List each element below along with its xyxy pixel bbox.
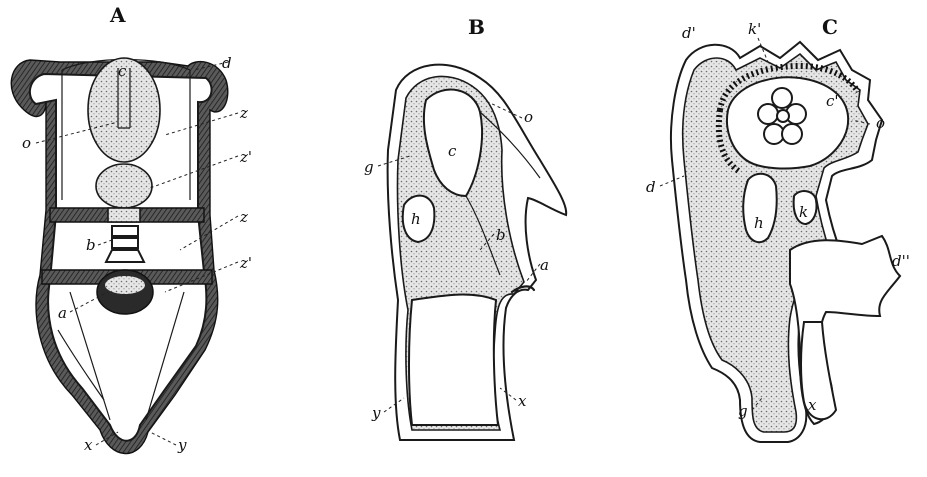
figure-b-label-a: a [540,256,549,274]
figure-b-label-y: y [371,404,381,422]
figure-b-label-b: b [496,226,506,244]
figure-c-label-d-double-prime: d'' [892,252,910,270]
figure-b-label-g: g [364,158,374,176]
figure-a-label-c: c [118,62,127,80]
figure-c-label-h: h [754,214,764,232]
figure-a-label-z: z [239,104,248,122]
figure-a-label-z-prime-lower: z' [239,254,252,272]
figure-c-label-d: d [646,178,656,196]
figure-a-title: A [109,3,126,27]
figure-a-label-b: b [86,236,96,254]
figure-a-label-o: o [22,134,31,152]
figure-c-label-d-prime: d' [682,24,696,42]
figure-a-label-y: y [177,436,187,454]
figure-b: B o c g h b a y x [364,15,566,440]
figure-a-drawing [11,58,228,454]
figure-c-title: C [822,15,838,39]
figure-c-drawing [671,42,900,442]
figure-b-label-o: o [524,108,533,126]
figure-a-label-z-lower: z [239,208,248,226]
figure-b-drawing [388,65,567,440]
figure-a-label-a: a [58,304,67,322]
figure-b-label-h: h [411,210,421,228]
figure-c: d' k' C c' o d h k d'' g x [646,15,910,442]
figure-a-label-d: d [222,54,232,72]
figure-c-label-g: g [738,402,748,420]
figure-a-label-z-prime: z' [239,148,252,166]
figure-a-label-x: x [84,436,93,454]
figure-c-label-x: x [808,396,817,414]
figure-b-label-x: x [518,392,527,410]
figure-b-label-c: c [448,142,457,160]
figure-c-label-k: k [799,203,808,221]
figure-c-label-c-prime: c' [826,92,839,110]
figure-c-label-o: o [876,114,885,132]
figure-a: A d c o z z' z b z' a x y [11,3,252,454]
figure-c-label-k-prime: k' [748,20,761,38]
figure-b-title: B [468,15,485,39]
